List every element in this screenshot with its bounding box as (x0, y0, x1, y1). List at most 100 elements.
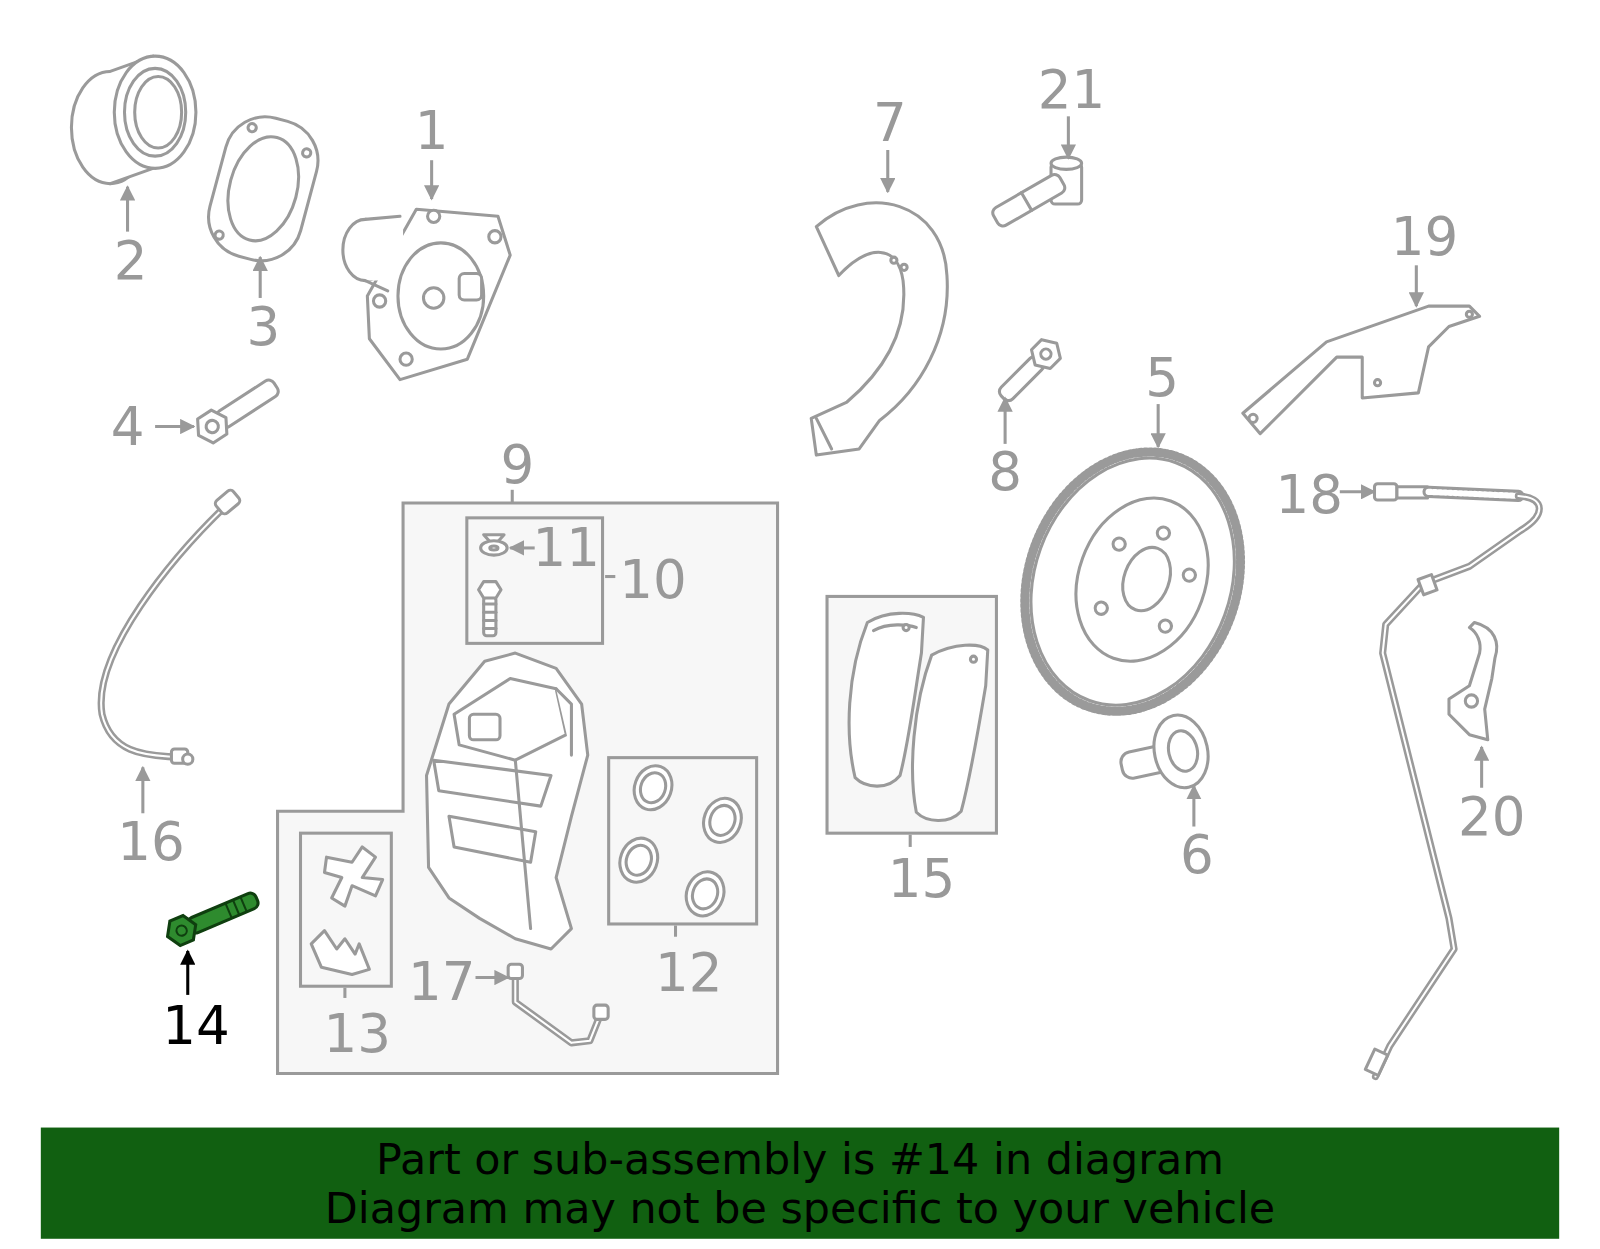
caption-text: Diagram may not be specific to your vehi… (325, 1188, 1275, 1231)
mounting-hardware (479, 582, 501, 598)
caliper (515, 760, 530, 928)
leader-lines (1004, 398, 1007, 444)
pin (1165, 728, 1201, 774)
callout-number: 18 (1275, 468, 1343, 521)
sensor-wire (101, 505, 226, 757)
bracket (1243, 306, 1480, 434)
brake-rotor (997, 429, 1268, 734)
brake-rotor (1054, 479, 1230, 680)
brake-pipe (508, 964, 522, 978)
wear-sensor (991, 157, 1082, 228)
mounting-hardware (481, 541, 508, 555)
bracket (1374, 380, 1380, 386)
bolt-highlighted (162, 912, 201, 948)
mounting-hardware (484, 611, 496, 614)
bolt-highlighted (240, 897, 246, 912)
brake-rotor (1093, 600, 1109, 616)
mounting-hardware (484, 597, 496, 636)
pin (1147, 710, 1214, 793)
leader-lines (674, 926, 677, 937)
brake-pads (873, 625, 916, 631)
hub-bolt (191, 406, 234, 448)
callout-number: 16 (117, 815, 185, 868)
splash-shield (811, 203, 947, 455)
gasket (199, 108, 327, 270)
bolt-highlighted (175, 924, 188, 937)
callout-number: 15 (888, 852, 956, 905)
leader-lines (430, 160, 433, 199)
leader-lines (186, 951, 189, 995)
brake-pads (970, 656, 976, 662)
callout-number: 2 (114, 234, 148, 287)
leader-lines (886, 150, 889, 192)
wheel-bearing (135, 77, 182, 148)
leader-lines (259, 257, 262, 298)
brake-rotor (1114, 541, 1179, 618)
callout-number: 10 (619, 553, 687, 606)
brake-rotor (1111, 536, 1127, 552)
mounting-hardware (490, 546, 498, 550)
brake-hose (1418, 575, 1437, 595)
wear-sensor (991, 172, 1067, 228)
leader-lines (128, 116, 1482, 998)
wear-sensor (991, 172, 1067, 228)
rotor-screw (1039, 347, 1053, 361)
caption-text: Part or sub-assembly is #14 in diagram (376, 1139, 1224, 1182)
brake-hose (1429, 492, 1519, 496)
hose-clip (1449, 622, 1497, 739)
callout-number: 3 (246, 300, 280, 353)
wheel-bearing (124, 68, 185, 156)
leader-lines (909, 835, 912, 847)
rotor-screw (1026, 334, 1066, 374)
brake-hose (1374, 484, 1396, 500)
wheel-hub (423, 288, 443, 308)
callout-number: 6 (1180, 829, 1214, 882)
leader-lines (1340, 490, 1375, 493)
brake-pipe (594, 1005, 608, 1019)
leader-lines (1415, 265, 1418, 306)
leader-lines (1067, 116, 1070, 158)
wheel-hub (343, 209, 510, 379)
callout-number: 19 (1391, 210, 1459, 263)
leader-lines (126, 187, 129, 232)
callout-number: 12 (655, 946, 723, 999)
seals (688, 875, 721, 912)
brake-hose (1376, 496, 1540, 1077)
seals (680, 867, 730, 922)
gasket (247, 123, 257, 133)
bracket (1466, 311, 1472, 317)
callout-number: 17 (408, 955, 476, 1008)
wheel-hub (365, 216, 400, 219)
brake-rotor (1156, 525, 1172, 541)
leader-lines (1157, 404, 1160, 447)
wheel-bearing (71, 56, 195, 184)
callout-number: 20 (1458, 790, 1526, 843)
caliper (556, 689, 571, 755)
seals (636, 769, 669, 806)
mounting-hardware (484, 627, 496, 630)
gasket (217, 129, 310, 249)
seals (614, 760, 748, 921)
wheel-hub (459, 273, 481, 300)
group-fills (278, 503, 778, 1073)
seals (622, 842, 655, 879)
callout-number: 8 (988, 445, 1022, 498)
callout-number: 4 (111, 400, 145, 453)
gasket (302, 148, 312, 158)
group-outline-shape (278, 503, 778, 1073)
leader-lines (155, 425, 194, 428)
brake-pipe (515, 974, 600, 1042)
splash-shield (891, 257, 897, 263)
brake-pipe (515, 974, 600, 1042)
callout-number: 9 (500, 438, 534, 491)
hose-clip (1449, 622, 1497, 739)
leader-lines (605, 575, 615, 578)
mounting-hardware (484, 619, 496, 622)
leader-lines (343, 988, 346, 998)
leader-lines (510, 546, 534, 549)
leader-lines (476, 976, 509, 979)
callout-number: 7 (873, 96, 907, 149)
rotor-screw (993, 334, 1066, 407)
seals (614, 833, 664, 888)
